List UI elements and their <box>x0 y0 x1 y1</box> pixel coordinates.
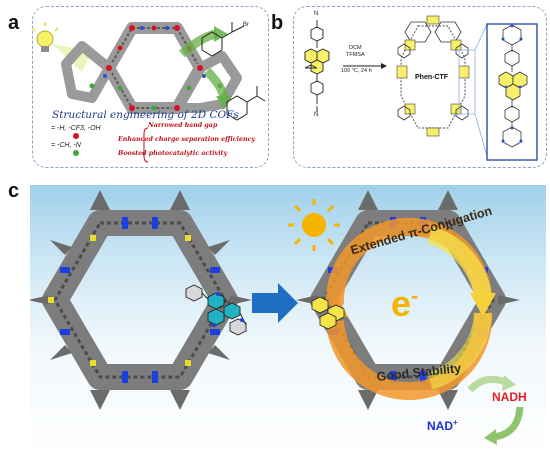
effect-bracket <box>143 127 149 163</box>
panel-a-legend-green: = -CH, -N <box>51 142 81 149</box>
electron-symbol: e- <box>391 283 418 325</box>
nad-label: NAD+ <box>427 418 458 433</box>
panel-b-letter: b <box>271 12 284 34</box>
zoom-guide-bottom <box>474 113 488 157</box>
nad-cycle-arrow-bottom-head <box>484 429 497 445</box>
linker-n-sites <box>212 292 244 327</box>
panel-b-product-label: Phen-CTF <box>415 74 449 81</box>
conjugation-arc-top-yellow <box>427 226 492 299</box>
cof-framework <box>61 22 242 114</box>
left-cof-ring <box>42 210 238 390</box>
product-molecule <box>226 86 266 121</box>
panel-b-monomer-n-bottom: N <box>314 112 319 118</box>
electron-letter: e <box>391 283 412 324</box>
panel-b-monomer-n-top: N <box>314 11 319 17</box>
panel-a-letter: a <box>8 12 20 34</box>
panel-c-letter: c <box>8 180 20 202</box>
panel-b-illustration <box>304 15 538 161</box>
panel-a-title: Structural engineering of 2D COFs <box>52 109 239 121</box>
sun-icon <box>288 199 340 251</box>
phen-ctf-triazine-nodes <box>397 43 469 121</box>
light-bulb-icon <box>32 22 59 52</box>
cof-blue-sites <box>103 26 206 78</box>
zoom-guide-top <box>474 23 488 51</box>
panel-a-legend-red: = -H, -CF3, -OH <box>51 125 101 132</box>
panel-a-illustration <box>32 22 266 163</box>
conjugation-arc-top-head <box>470 293 496 317</box>
panel-a-effect-1: Narrowed band gap <box>148 122 218 129</box>
nad-cycle-arrow-top <box>467 375 510 393</box>
panel-b-condition-3: 100 °C, 24 h <box>341 68 372 74</box>
monomer-structure <box>304 20 330 112</box>
reaction-arrow-top-head <box>214 26 228 42</box>
reactant-molecule <box>201 22 245 57</box>
transform-arrow <box>252 283 298 323</box>
electron-charge: - <box>411 283 419 308</box>
panel-b-condition-1: DCM <box>349 45 362 51</box>
phenanthroline-highlight <box>311 296 345 330</box>
legend-green-dot <box>73 150 79 156</box>
panel-a-effect-3: Boosted photocatalytic activity <box>118 150 228 157</box>
nad-cycle-arrow-top-head <box>502 375 516 391</box>
zoom-source-box <box>458 49 476 115</box>
panel-a-reactant-br: Br <box>243 22 249 28</box>
zoom-detail-nitrogen <box>501 24 523 143</box>
panel-a-effect-2: Enhanced charge separation efficiency <box>118 136 256 143</box>
stability-arc-bottom-yellow <box>427 312 492 390</box>
panel-c-illustration <box>30 190 524 445</box>
legend-red-dot <box>73 133 79 139</box>
left-ring-blue-sites <box>60 217 220 383</box>
left-ring-yellow-sites <box>48 235 191 366</box>
linker-n-label: N <box>225 300 231 307</box>
reaction-arrow-head <box>381 63 387 69</box>
nadh-label: NADH <box>492 390 527 404</box>
left-ring-spikes <box>30 190 252 410</box>
linker-molecule <box>185 284 247 336</box>
reaction-arrow-bottom <box>203 67 229 99</box>
nad-text: NAD <box>427 419 453 433</box>
nad-charge: + <box>453 418 458 427</box>
reaction-arrow-bottom-head <box>216 96 232 110</box>
panel-b-condition-2: TFMSA <box>346 52 365 58</box>
